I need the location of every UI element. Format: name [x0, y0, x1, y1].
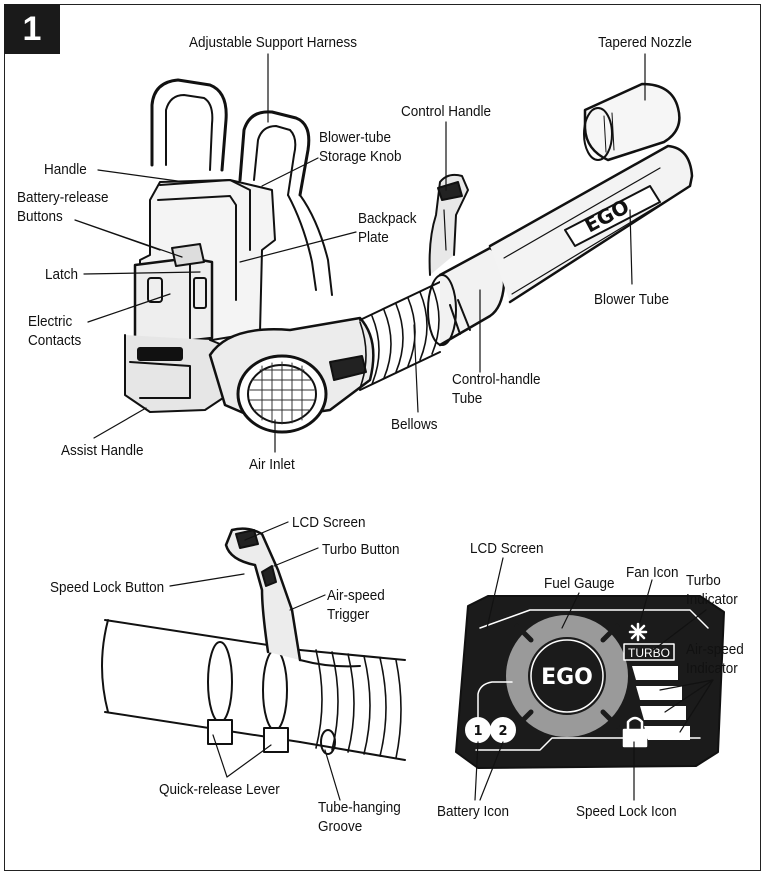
label-handle: Handle [44, 161, 87, 178]
air-speed-bars [632, 666, 690, 740]
label-control-handle-tube: Control-handle Tube [452, 371, 541, 407]
label-latch: Latch [45, 266, 79, 283]
label-bellows: Bellows [391, 416, 438, 433]
label-air-inlet: Air Inlet [249, 456, 295, 473]
label-tube-hanging-groove: Tube-hanging Groove [318, 799, 401, 835]
leader-lines [74, 53, 714, 801]
label-electric-contacts: Electric Contacts [28, 313, 82, 349]
label-control-handle: Control Handle [400, 103, 492, 120]
label-speed-lock-button: Speed Lock Button [50, 579, 165, 596]
label-battery-release-buttons: Battery-release Buttons [17, 189, 109, 225]
lcd-ego-logo: EGO [541, 665, 593, 690]
label-quick-release-lever: Quick-release Lever [159, 781, 280, 798]
lcd-panel-illustration: EGO TURBO 1 2 [455, 595, 725, 769]
backpack-blower-illustration: EGO [124, 78, 694, 434]
figure-frame [4, 4, 761, 871]
label-blower-tube: Blower Tube [594, 291, 670, 308]
label-air-speed-indicator: Air-speed Indicator [686, 641, 744, 677]
turbo-indicator-text: TURBO [628, 646, 670, 660]
label-lcd-screen-panel: LCD Screen [470, 540, 544, 557]
label-lcd-screen-handle: LCD Screen [292, 514, 366, 531]
label-backpack-plate: Backpack Plate [358, 210, 417, 246]
label-tapered-nozzle: Tapered Nozzle [598, 34, 692, 51]
battery-icon-1: 1 [473, 724, 482, 739]
figure-number-badge: 1 [4, 4, 60, 54]
label-air-speed-trigger: Air-speed Trigger [327, 587, 385, 623]
fan-icon [628, 622, 648, 642]
handle-detail-illustration [101, 527, 406, 761]
label-turbo-indicator: Turbo Indicator [686, 572, 738, 608]
speed-lock-icon [622, 716, 648, 748]
label-assist-handle: Assist Handle [61, 442, 144, 459]
label-turbo-button: Turbo Button [322, 541, 400, 558]
battery-icon-2: 2 [498, 724, 507, 739]
label-battery-icon: Battery Icon [437, 803, 510, 820]
label-fan-icon: Fan Icon [626, 564, 679, 581]
label-speed-lock-icon: Speed Lock Icon [576, 803, 677, 820]
label-blower-tube-storage-knob: Blower-tube Storage Knob [319, 129, 402, 165]
label-adjustable-support-harness: Adjustable Support Harness [188, 34, 358, 51]
label-fuel-gauge: Fuel Gauge [544, 575, 615, 592]
